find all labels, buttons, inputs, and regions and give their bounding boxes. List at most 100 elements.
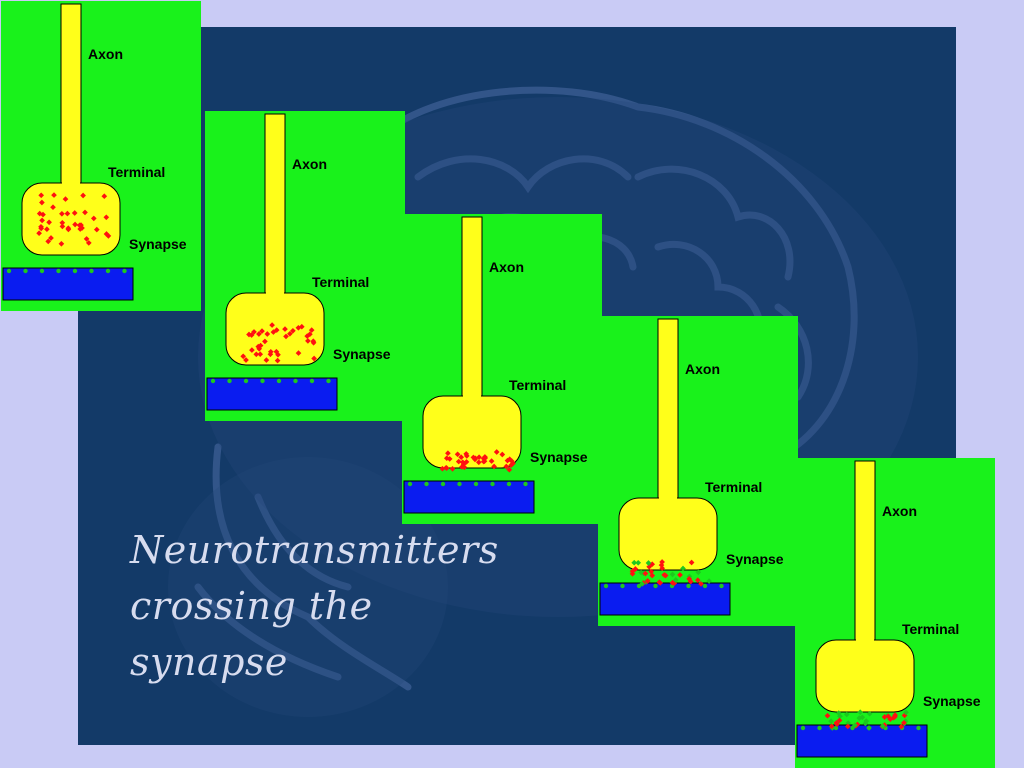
neurotransmitter-dot [449,465,456,472]
receptor-dot [653,583,658,589]
neurotransmitter-dot [859,714,866,721]
neurotransmitter-dot [885,713,892,720]
neurotransmitter-dot [64,210,71,217]
neurotransmitter-dot [837,713,843,720]
neurotransmitter-dot [77,226,84,232]
axon-join [856,638,874,644]
stage-panel-2: Axon Terminal Synapse [205,111,405,421]
receptor-dot [440,481,446,487]
neurotransmitter-dot [71,210,78,216]
receptor-dot [227,378,232,384]
neurotransmitter-dot [298,323,305,330]
neurotransmitter-dot [257,351,264,358]
neurotransmitter-dot [65,226,72,233]
receptor-dot [702,583,708,589]
axon-join [463,394,481,400]
neurotransmitter-dot [510,460,516,467]
caption-line-2: crossing the [130,584,373,628]
caption: Neurotransmitters crossing the synapse [130,522,499,690]
neurotransmitter-dot [93,226,100,233]
neurotransmitter-dot [283,333,289,340]
neurotransmitter-dot [310,338,317,345]
receptor-dot [850,725,855,731]
stage-panel-3: Axon Terminal Synapse [402,214,602,524]
neurotransmitter-dot [307,331,313,338]
receptor-dot [326,378,331,384]
neurotransmitter-dot [461,464,468,471]
axon-join [62,181,80,187]
neurotransmitter-dot [824,712,831,719]
axon-join [266,291,284,297]
neurotransmitter-dot [458,454,465,461]
neurotransmitter-dot [290,327,296,334]
neurotransmitter-dot [649,572,656,579]
terminal-bulb [618,497,718,571]
receptor-dot [56,268,61,274]
neurotransmitter-dot [103,214,110,221]
receptor-dot [260,378,265,384]
neurotransmitter-dot [866,725,872,731]
neurotransmitter-dot [105,233,112,239]
neurotransmitter-dot [445,450,451,457]
neurotransmitter-dot [881,714,888,720]
receptor-dot [210,378,216,384]
receptor-dot [105,268,111,274]
caption-line-3: synapse [130,640,288,684]
neurotransmitter-dot [833,720,840,726]
terminal-label: Terminal [705,479,763,495]
axon-label: Axon [882,503,917,519]
neurotransmitter-dot [493,449,500,455]
receptor-dot [23,268,28,274]
receptor-dot [620,583,625,589]
receptor-dot [293,378,298,384]
axon-stalk [264,113,286,300]
neurotransmitter-dot [503,463,510,470]
neurotransmitter-dot [256,345,263,352]
axon-label: Axon [685,361,720,377]
neurotransmitter-dot [688,559,695,566]
neurotransmitter-dot [694,577,701,584]
neurotransmitter-dot [475,459,482,466]
neurotransmitter-dot [903,709,909,716]
neurotransmitter-dot [82,209,88,216]
receptor-dot [72,268,78,274]
postsynaptic-membrane [206,377,338,411]
neurotransmitter-dot [308,327,315,333]
terminal-label: Terminal [509,377,567,393]
neurotransmitter-dot [879,723,886,730]
neurotransmitter-dot [698,581,704,587]
neuron-diagram-3 [403,216,535,514]
neurotransmitter-dot [680,565,686,572]
neuron-diagram-1 [2,3,134,301]
neurotransmitter-dot [644,578,651,584]
receptor-dot [916,725,921,731]
receptor-dot [523,481,528,487]
caption-line-1: Neurotransmitters [130,528,499,572]
receptor-dot [490,481,495,487]
neurotransmitter-dot [72,221,78,228]
neuron-diagram-4 [599,318,731,616]
neurotransmitter-dot [83,236,90,242]
receptor-dot [276,378,282,384]
axon-stalk [60,3,82,190]
neuron-diagram-5 [796,460,928,758]
neurotransmitter-dot [672,577,679,583]
neurotransmitter-dot [669,579,676,586]
neurotransmitter-dot [499,451,506,458]
neurotransmitter-dot [898,723,905,730]
synapse-label: Synapse [726,551,784,567]
neurotransmitter-dot [101,193,108,200]
postsynaptic-membrane [403,480,535,514]
terminal-label: Terminal [902,621,960,637]
postsynaptic-membrane [796,724,928,758]
terminal-label: Terminal [108,164,166,180]
receptor-dot [309,378,315,384]
receptor-dot [506,481,512,487]
neurotransmitter-dot [240,353,247,360]
postsynaptic-membrane [599,582,731,616]
receptor-dot [457,481,462,487]
terminal-bulb [815,639,915,713]
receptor-dot [407,481,413,487]
receptor-dot [800,725,806,731]
receptor-dot [89,268,94,274]
